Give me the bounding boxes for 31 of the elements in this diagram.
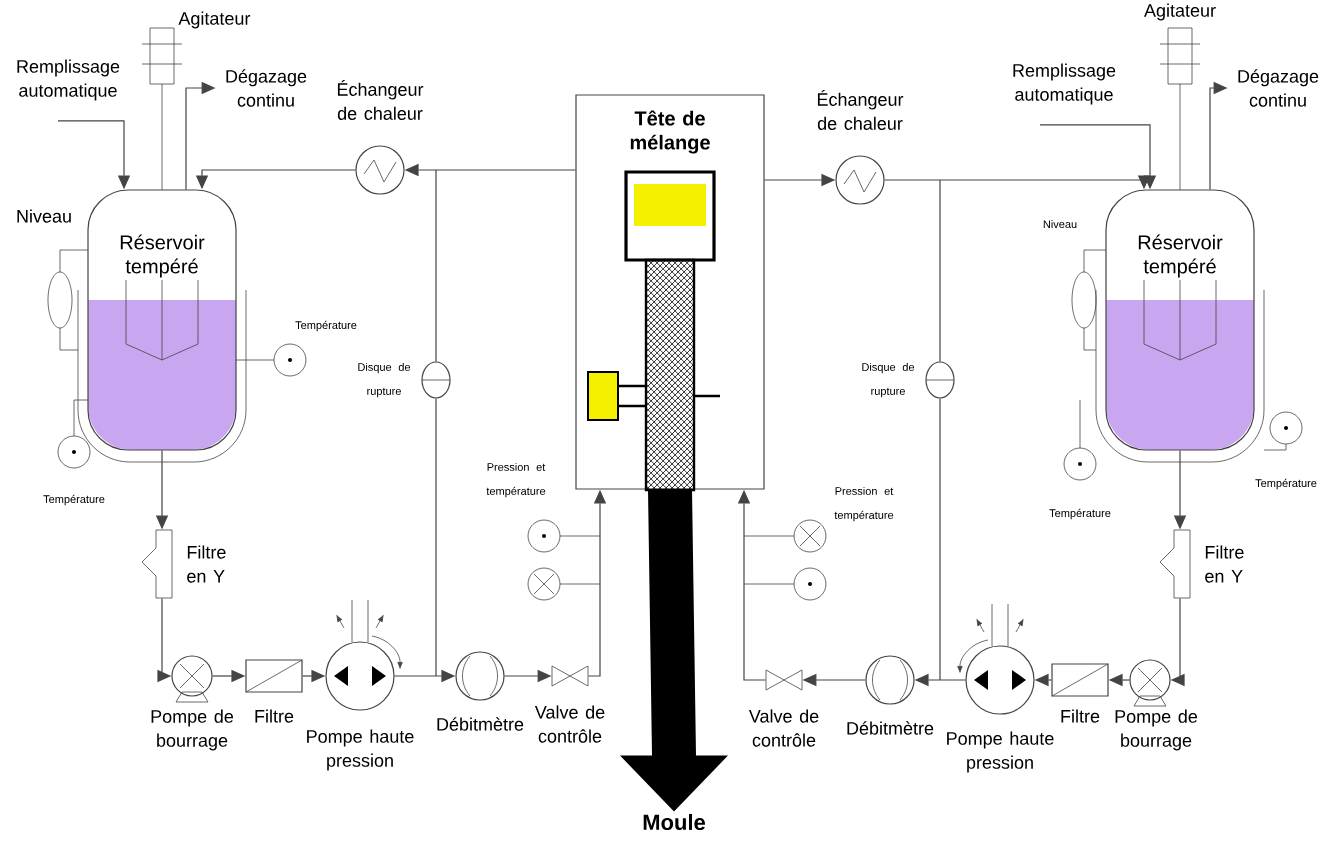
equipment-label: Filtre bbox=[1061, 709, 1100, 723]
equipment-label: Filtre bbox=[255, 709, 294, 723]
mould-label: Moule bbox=[643, 813, 706, 831]
equipment-label: Valve de contrôle bbox=[748, 709, 819, 747]
pipe bbox=[939, 398, 941, 681]
pipe bbox=[435, 398, 437, 677]
tank: Réservoir tempéré bbox=[77, 189, 247, 463]
mixing-head bbox=[575, 94, 765, 490]
equipment-label: Pompe haute pression bbox=[307, 729, 414, 771]
equipment-label: Valve de contrôle bbox=[534, 705, 605, 743]
annotation: Remplissage automatique bbox=[1013, 63, 1116, 105]
equipment-label: Débitmètre bbox=[847, 721, 934, 735]
equipment-label: Filtre en Y bbox=[1205, 545, 1244, 583]
annotation: Agitateur bbox=[178, 11, 251, 29]
pipe bbox=[939, 179, 941, 362]
equipment-label: Débitmètre bbox=[437, 717, 524, 731]
equipment-label: Pompe de bourrage bbox=[151, 709, 234, 751]
pipe bbox=[435, 169, 437, 362]
tank: Réservoir tempéré bbox=[1095, 189, 1265, 463]
annotation: Dégazage continu bbox=[226, 69, 307, 107]
mixing-head: Tête de mélange bbox=[587, 110, 722, 492]
equipment-label: Pompe de bourrage bbox=[1115, 709, 1198, 751]
mould-arrow bbox=[620, 489, 728, 812]
annotation: Remplissage automatique bbox=[17, 59, 120, 101]
annotation: Niveau bbox=[17, 209, 71, 223]
equipment-label: Pompe haute pression bbox=[947, 731, 1054, 773]
equipment-label: Filtre en Y bbox=[187, 545, 226, 583]
annotation: Agitateur bbox=[1144, 3, 1216, 21]
equipment-label: Échangeur de chaleur bbox=[337, 80, 424, 120]
annotation: Dégazage continu bbox=[1238, 69, 1319, 107]
equipment-label: Échangeur de chaleur bbox=[817, 90, 904, 130]
